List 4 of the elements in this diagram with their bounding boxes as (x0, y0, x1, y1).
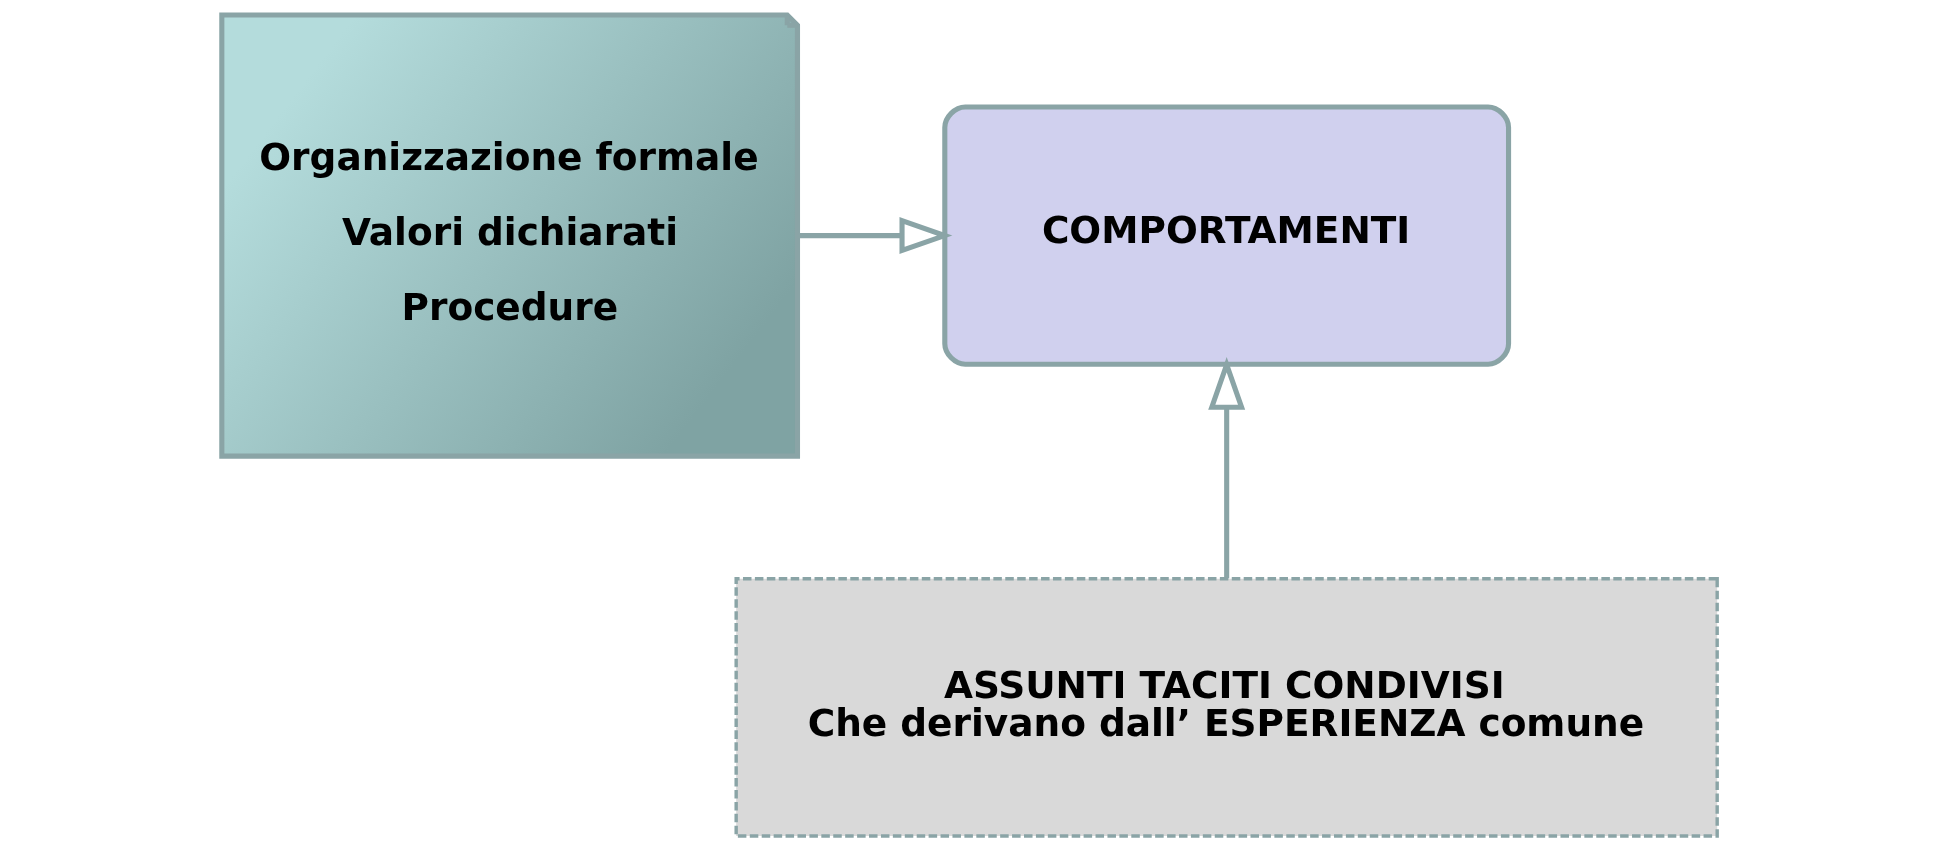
arrow (798, 217, 953, 255)
arrow (1208, 356, 1246, 579)
node-box: COMPORTAMENTI (942, 104, 1512, 367)
node-box: ASSUNTI TACITI CONDIVISI Che derivano dall’ ESPERIENZA comune (734, 577, 1719, 838)
